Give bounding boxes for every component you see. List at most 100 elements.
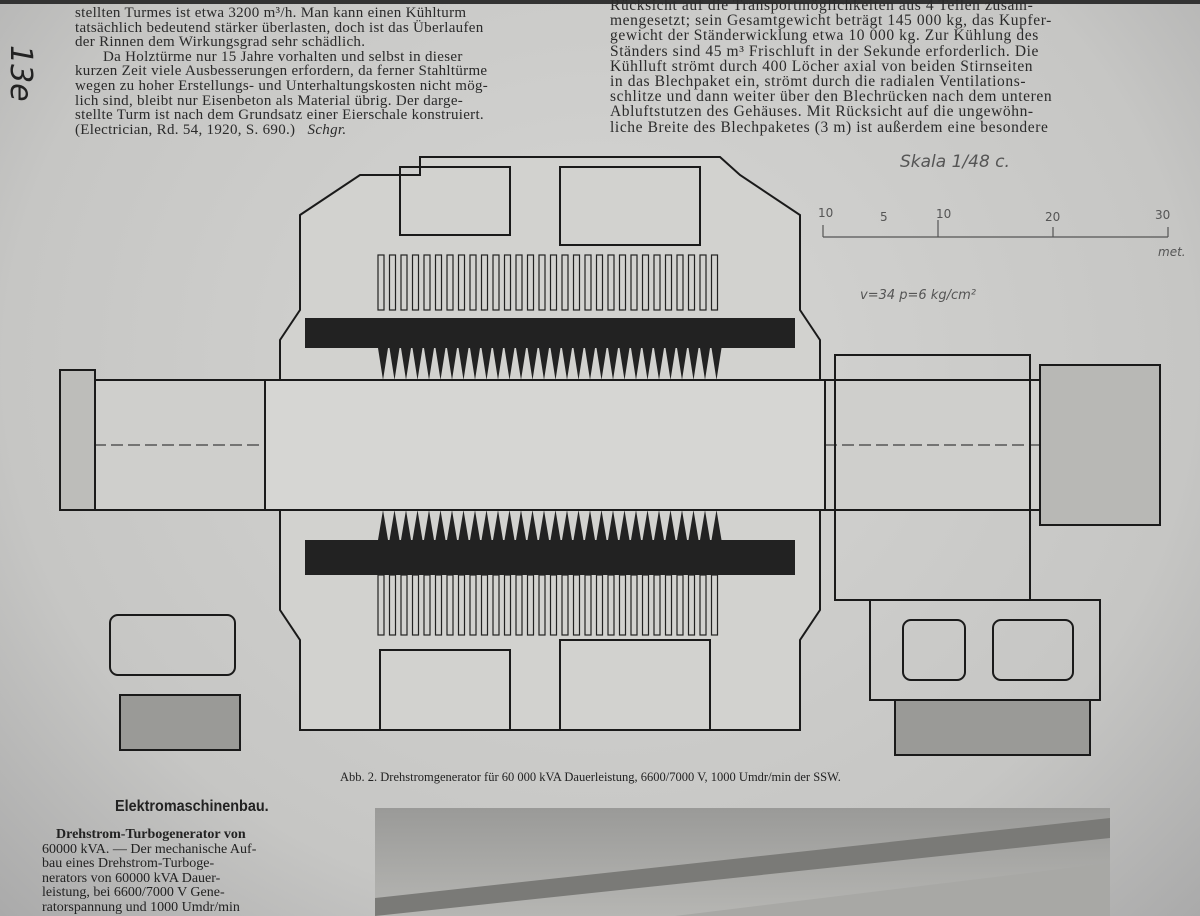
text-line: tatsächlich bedeutend stärker überlasten… xyxy=(75,19,484,36)
rotor-tooth xyxy=(481,510,492,540)
text-line: 60000 kVA. — Der mechanische Auf- xyxy=(42,841,257,857)
handwritten-page-number: 13e xyxy=(3,45,38,102)
coupling-flange xyxy=(59,369,96,511)
rotor-tooth xyxy=(401,348,411,380)
stator-slot xyxy=(572,254,581,311)
scale-bar xyxy=(822,220,1169,238)
stator-slot xyxy=(676,254,684,311)
text-line: stellte Turm ist nach dem Grundsatz eine… xyxy=(75,107,484,124)
right-text-column: Rücksicht auf die Transportmöglichkeiten… xyxy=(610,0,1135,135)
rotor-tooth xyxy=(700,510,710,540)
housing-bottom-box xyxy=(559,639,711,731)
handwritten-scale-title: Skala 1/48 c. xyxy=(900,152,1010,172)
handwritten-note: v=34 p=6 kg/cm² xyxy=(860,288,976,303)
rotor-tooth xyxy=(527,348,538,380)
text-line: schlitze und dann weiter über den Blechr… xyxy=(610,88,1053,106)
citation: (Electrician, Rd. 54, 1920, S. 690.) xyxy=(75,121,296,138)
base-window-left xyxy=(109,614,236,676)
figure-caption: Abb. 2. Drehstromgenerator für 60 000 kV… xyxy=(340,770,841,784)
stator-slot xyxy=(549,254,558,311)
rotor-tooth xyxy=(550,348,561,380)
rotor-tooth xyxy=(516,510,526,540)
text-line: kurzen Zeit viele Ausbesserungen erforde… xyxy=(75,63,488,80)
rotor-tooth xyxy=(596,510,607,540)
rotor-tooth xyxy=(389,348,400,380)
rotor-tooth xyxy=(631,348,641,380)
rotor-tooth xyxy=(539,510,549,540)
rotor-teeth xyxy=(378,348,722,540)
stator-slot xyxy=(526,254,535,311)
rotor-tooth xyxy=(412,348,423,380)
rotor-tooth xyxy=(389,510,400,540)
stator-slot xyxy=(503,254,512,311)
rotor-tooth xyxy=(516,348,526,380)
rotor-tooth xyxy=(688,510,699,540)
base-frame-right xyxy=(869,599,1101,701)
stator-slot xyxy=(630,254,638,311)
stator-slot xyxy=(388,254,397,311)
rotor-tooth xyxy=(458,510,469,540)
rotor-tooth xyxy=(711,348,722,380)
scale-tick-label: 10 xyxy=(936,207,952,221)
stator-slot xyxy=(699,254,707,311)
stator-slot xyxy=(423,254,431,311)
rotor-tooth xyxy=(550,510,561,540)
rotor-tooth xyxy=(470,348,480,380)
text-line: nerators von 60000 kVA Dauer- xyxy=(42,870,221,886)
stator-slot xyxy=(607,254,615,311)
base-window xyxy=(902,619,966,681)
rotor-tooth xyxy=(504,348,515,380)
rotor-tooth xyxy=(677,510,687,540)
rotor-tooth xyxy=(447,348,457,380)
text-line: gewicht der Ständerwicklung etwa 10 000 … xyxy=(610,27,1039,45)
scale-tick-label: 30 xyxy=(1155,208,1171,222)
rotor-tooth xyxy=(424,510,434,540)
rotor-tooth xyxy=(642,510,653,540)
rotor-tooth xyxy=(585,510,595,540)
stator-slot xyxy=(653,254,661,311)
stator-slot xyxy=(595,254,604,311)
rotor-tooth xyxy=(435,348,446,380)
rotor-tooth xyxy=(665,510,676,540)
rotor-tooth xyxy=(711,510,722,540)
text-line: ratorspannung und 1000 Umdr/min xyxy=(42,899,240,915)
stator-slot xyxy=(618,254,627,311)
section-heading: Elektromaschinenbau. xyxy=(115,798,269,815)
text-line: stellten Turmes ist etwa 3200 m³/h. Man … xyxy=(75,5,467,21)
rotor-tooth xyxy=(665,348,676,380)
rotor-tooth xyxy=(562,510,572,540)
rotor-tooth xyxy=(608,510,618,540)
section-paragraph: Drehstrom-Turbogenerator von 60000 kVA. … xyxy=(42,827,257,915)
machine-hall-photo xyxy=(375,808,1110,916)
rotor-tooth xyxy=(435,510,446,540)
scale-tick-label: 5 xyxy=(880,210,888,224)
rotor-tooth xyxy=(539,348,549,380)
scale-tick-label: 20 xyxy=(1045,210,1061,224)
rotor-tooth xyxy=(412,510,423,540)
rotor-tooth xyxy=(619,348,630,380)
housing-top-box xyxy=(399,166,511,236)
text-line: leistung, bei 6600/7000 V Gene- xyxy=(42,885,225,900)
text-line: Drehstrom-Turbogenerator von xyxy=(56,827,246,842)
foundation-left xyxy=(119,694,241,751)
foundation-right xyxy=(894,699,1091,756)
text-line: Rücksicht auf die Transportmöglichkeiten… xyxy=(610,0,1034,14)
scale-unit: met. xyxy=(1158,245,1186,259)
rotor-tooth xyxy=(378,348,388,380)
rotor-tooth xyxy=(447,510,457,540)
rotor-tooth xyxy=(608,348,618,380)
rotor-tooth xyxy=(596,348,607,380)
stator-slot xyxy=(641,254,650,311)
text-line: liche Breite des Blechpaketes (3 m) ist … xyxy=(610,118,1049,136)
stator-core-top xyxy=(305,318,795,348)
stator-slot xyxy=(469,254,477,311)
stator-slot xyxy=(561,254,569,311)
rotor-tooth xyxy=(631,510,641,540)
text-line: wegen zu hoher Erstellungs- und Unterhal… xyxy=(75,77,489,94)
rotor-tooth xyxy=(700,348,710,380)
stator-slot xyxy=(584,254,592,311)
stator-slot xyxy=(492,254,500,311)
rotor-tooth xyxy=(493,510,503,540)
rotor-tooth xyxy=(585,348,595,380)
text-line: Kühlluft strömt durch 400 Löcher axial v… xyxy=(610,57,1034,75)
